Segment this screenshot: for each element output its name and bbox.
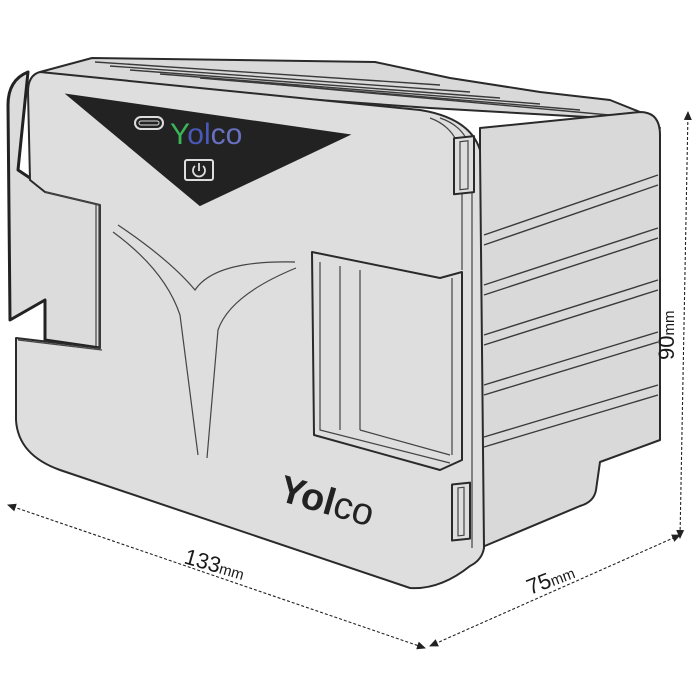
- y-emboss-decoration: [112, 224, 297, 459]
- panel-logo-letter: c: [211, 118, 226, 151]
- svg-text:90mm: 90mm: [654, 311, 679, 360]
- side-recess: [311, 251, 463, 471]
- dimension-height: 90mm: [654, 111, 692, 539]
- control-panel: Yolco: [64, 93, 352, 207]
- height-unit: mm: [661, 311, 678, 336]
- depth-unit: mm: [548, 565, 577, 590]
- usb-c-port-icon: [134, 116, 164, 130]
- svg-text:75mm: 75mm: [523, 559, 578, 600]
- height-value: 90: [654, 336, 679, 360]
- panel-logo: Yolco: [170, 118, 242, 151]
- panel-logo-letter: o: [226, 118, 243, 151]
- right-side: [479, 111, 661, 549]
- panel-logo-letter: Y: [170, 118, 190, 151]
- latch-bottom: [451, 481, 471, 542]
- top-surface: [39, 57, 661, 129]
- dimension-width: 133mm: [7, 503, 426, 650]
- panel-logo-letter: l: [204, 118, 211, 151]
- svg-text:133mm: 133mm: [182, 544, 248, 585]
- width-unit: mm: [217, 561, 246, 584]
- power-button-icon[interactable]: [184, 159, 214, 181]
- depth-value: 75: [523, 568, 555, 600]
- panel-logo-letter: o: [187, 118, 204, 151]
- latch-top: [453, 135, 475, 196]
